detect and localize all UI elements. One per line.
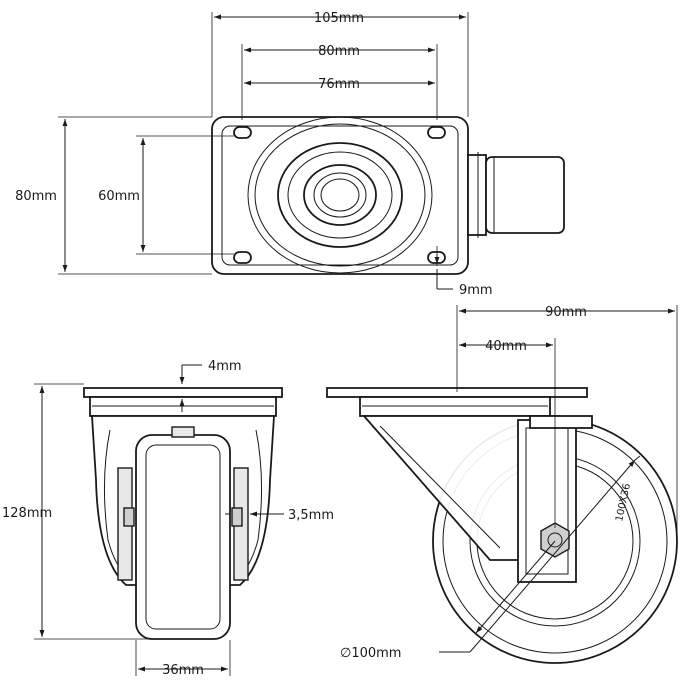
dim-offset: 40mm xyxy=(485,339,527,354)
dim-wheel-diameter: ∅100mm xyxy=(340,646,401,661)
front-plate xyxy=(83,387,283,398)
dim-fork-thickness: 3,5mm xyxy=(288,508,334,523)
dim-slot-size: 9mm xyxy=(459,283,493,298)
dim-plate-length: 105mm xyxy=(314,11,364,26)
dimension-labels: 105mm 80mm 76mm 80mm 60mm 9mm 90mm 40mm … xyxy=(2,11,587,678)
kingpin-housing xyxy=(247,116,433,274)
dim-plate-thickness: 4mm xyxy=(208,359,242,374)
side-dimensions xyxy=(439,305,678,653)
slot-top-right xyxy=(427,126,446,139)
slot-top-left xyxy=(233,126,252,139)
top-wheel xyxy=(467,152,565,238)
front-wheel xyxy=(135,434,231,640)
slot-bottom-left xyxy=(233,251,252,264)
dim-height: 128mm xyxy=(2,506,52,521)
dim-hole-spacing-outer: 80mm xyxy=(318,44,360,59)
dim-hole-spacing-width: 60mm xyxy=(98,189,140,204)
side-view: 100X36 xyxy=(326,387,678,664)
front-view xyxy=(83,387,283,640)
dim-hole-spacing-inner: 76mm xyxy=(318,77,360,92)
dim-wheel-width: 36mm xyxy=(162,663,204,678)
dim-plate-width: 80mm xyxy=(15,189,57,204)
front-dimensions xyxy=(34,364,284,676)
top-view xyxy=(211,116,565,275)
dim-offset-total: 90mm xyxy=(545,305,587,320)
top-dimensions xyxy=(58,12,469,290)
